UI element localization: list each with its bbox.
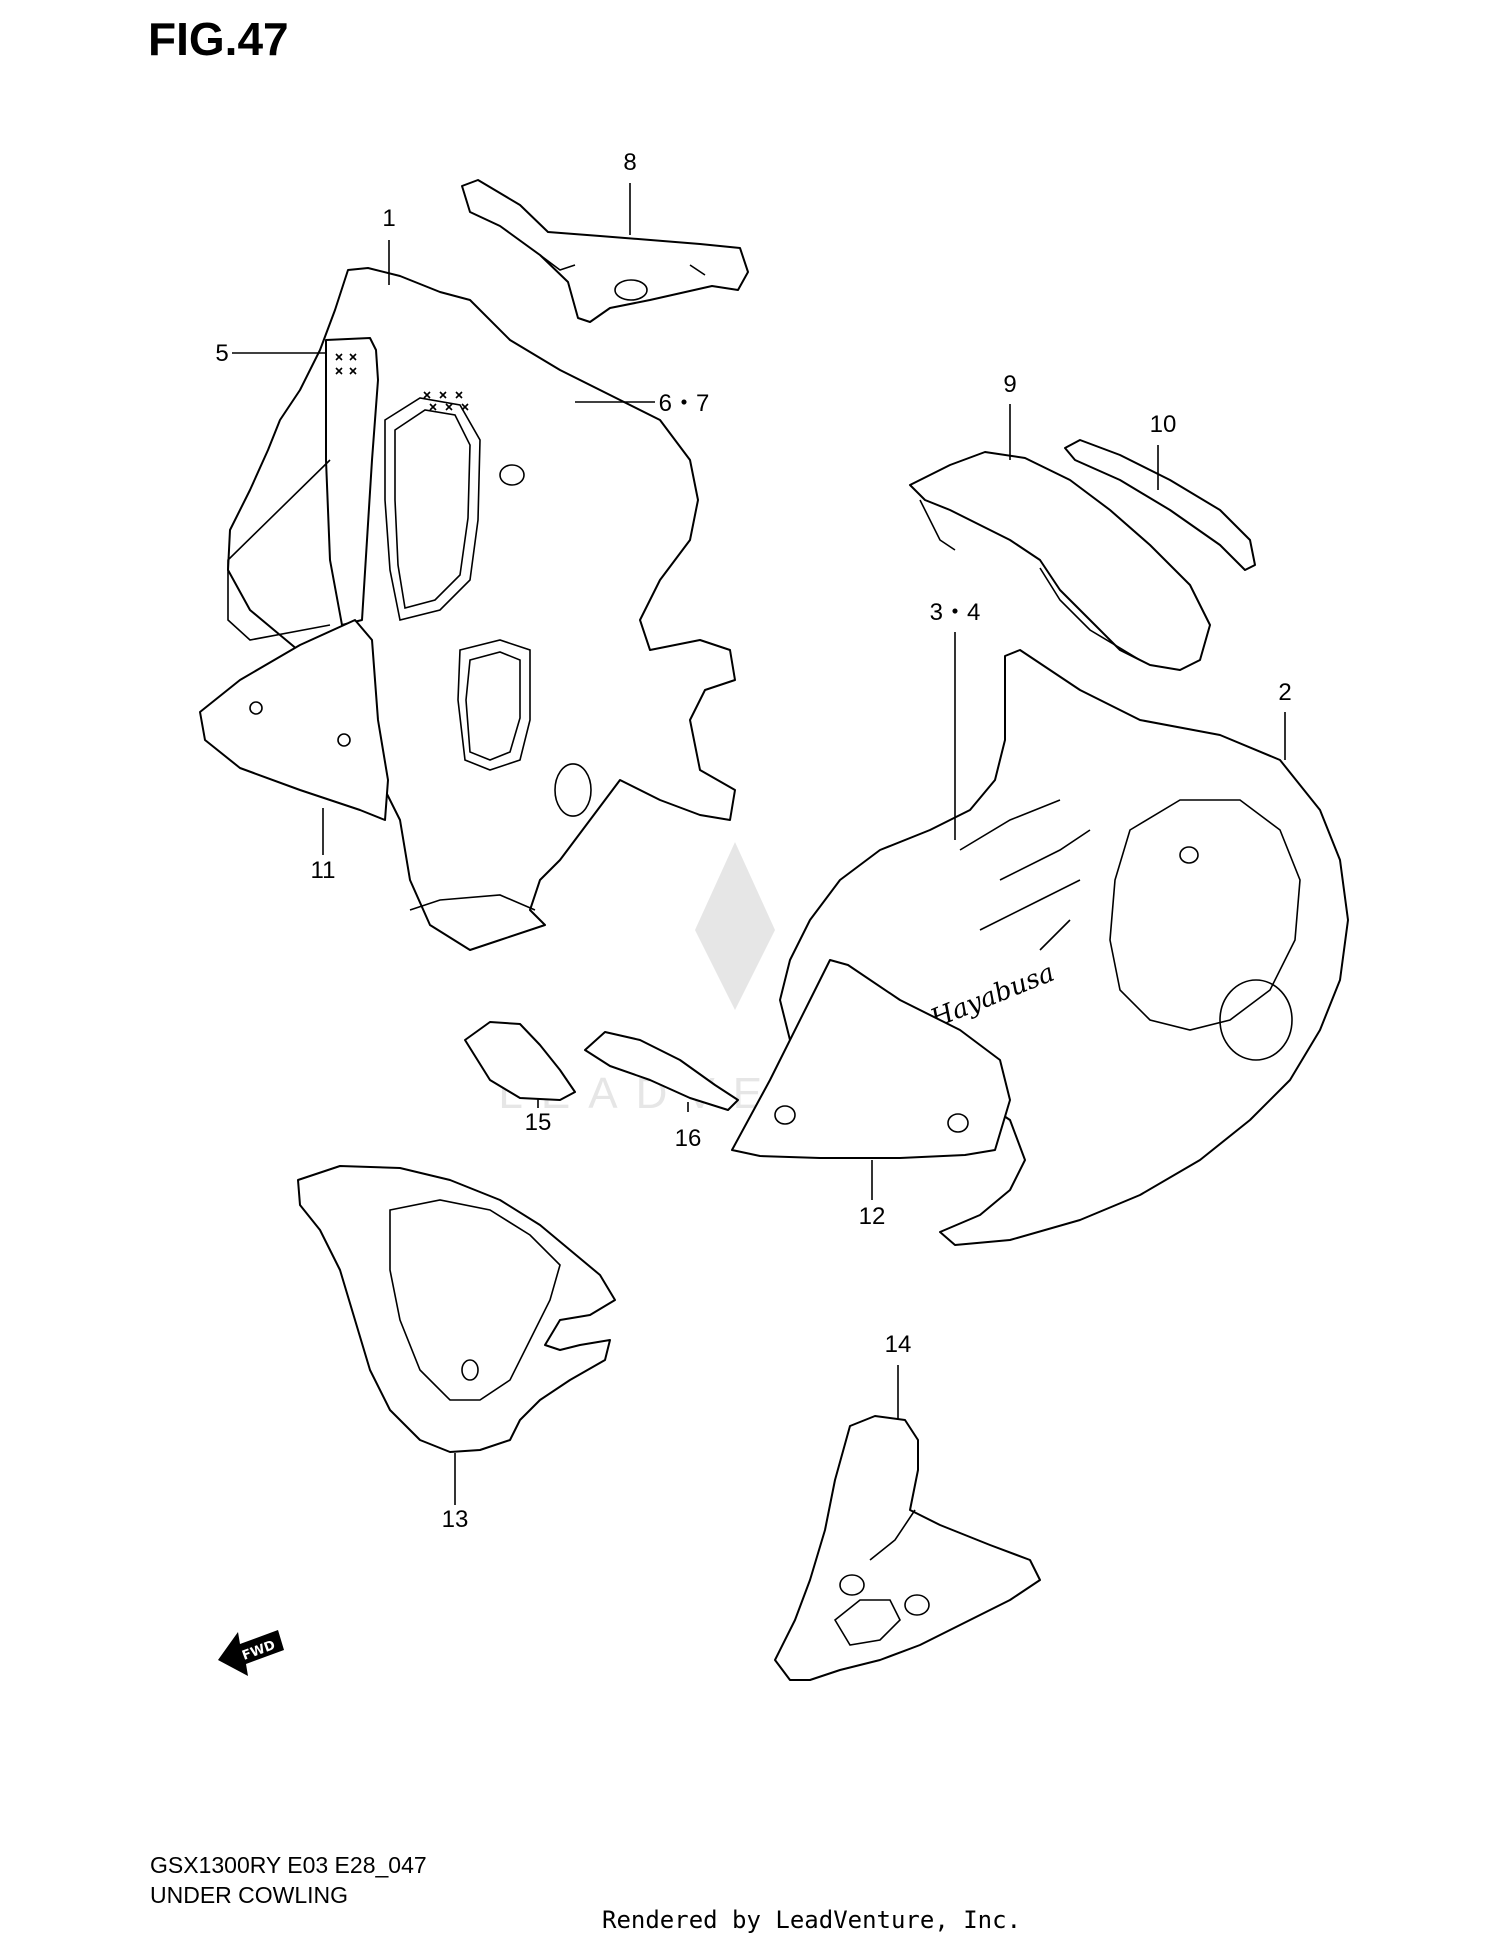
callout-3-4[interactable]: 3・4 [930,599,981,626]
part-11-lower-panel[interactable] [199,619,389,821]
callout-1[interactable]: 1 [382,205,395,232]
part-5-side-strip[interactable] [227,337,379,641]
rendered-by-credit: Rendered by LeadVenture, Inc. [602,1906,1022,1934]
decal-6-7-hatch [423,391,469,411]
callout-14[interactable]: 14 [885,1331,912,1358]
part-9-upper-cover[interactable] [909,451,1211,671]
callout-labels: 1 2 3・4 5 6・7 8 9 10 11 12 13 14 15 16 [215,149,1291,1533]
part-16-pad[interactable] [584,1031,739,1111]
callout-12[interactable]: 12 [859,1203,886,1230]
leader-lines [232,183,1286,1505]
callout-15[interactable]: 15 [525,1109,552,1136]
callout-16[interactable]: 16 [675,1125,702,1152]
fwd-arrow-icon: FWD [218,1630,284,1676]
callout-2[interactable]: 2 [1278,679,1291,706]
callout-5[interactable]: 5 [215,340,228,367]
callout-6-7[interactable]: 6・7 [659,390,710,417]
section-name: UNDER COWLING [150,1882,349,1908]
part-10-strip[interactable] [1064,439,1256,571]
callout-8[interactable]: 8 [623,149,636,176]
watermark-flame-icon [695,842,775,1010]
callout-11[interactable]: 11 [311,857,336,884]
part-15-pad[interactable] [464,1021,576,1101]
part-8-inner-panel[interactable] [461,179,749,323]
model-code: GSX1300RY E03 E28_047 [150,1852,427,1878]
callout-13[interactable]: 13 [442,1506,469,1533]
callout-9[interactable]: 9 [1003,371,1016,398]
part-13-lower-fairing[interactable] [297,1165,616,1453]
decal-5-hatch [335,353,357,375]
part-12-side-panel[interactable] [731,959,1011,1159]
figure-title: FIG.47 [148,13,289,65]
callout-10[interactable]: 10 [1150,411,1177,438]
part-14-belly-pan[interactable] [774,1415,1041,1681]
part-1-under-cowling-left[interactable] [227,267,736,951]
part-2-main-cowling[interactable]: Hayabusa [779,649,1349,1246]
